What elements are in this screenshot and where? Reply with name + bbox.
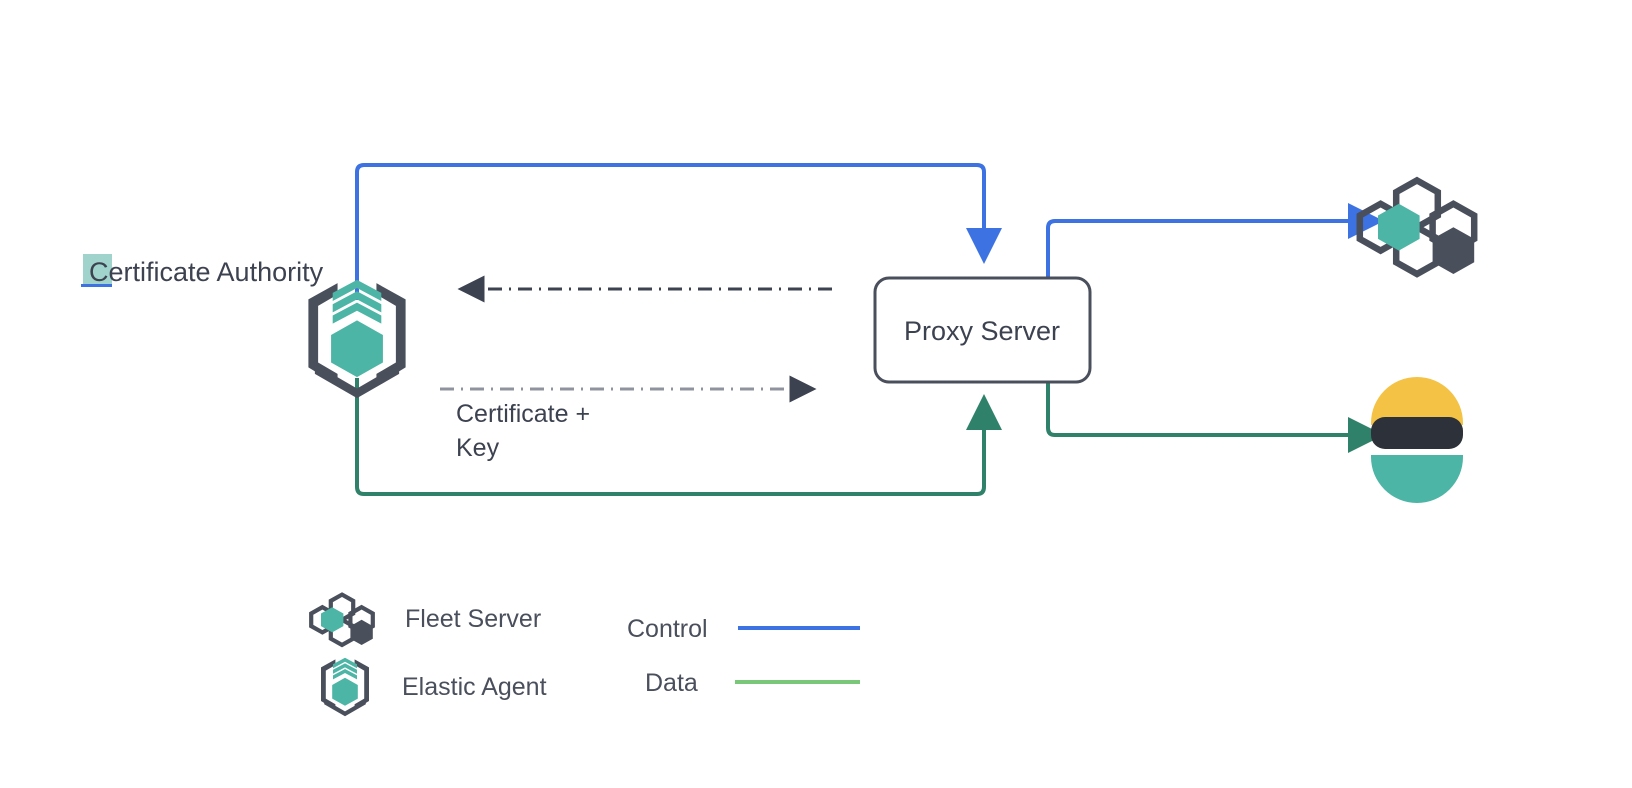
legend-fleet-hex-dark [350,619,373,645]
edge-control-agent-to-proxy [355,163,1002,300]
proxy-server-label: Proxy Server [904,316,1060,346]
edge-dashed-ca-to-proxy: Certificate + Key [440,375,817,462]
edge-data-proxy-to-elasticsearch [1046,382,1384,453]
legend-agent-bracket-left [321,659,336,710]
node-proxy-server[interactable]: Proxy Server [873,276,1092,384]
agent-chevron-bottom [332,302,382,324]
legend-label-elastic-agent: Elastic Agent [402,673,547,701]
legend-agent-chevron-top [333,657,357,669]
legend-label-fleet-server: Fleet Server [405,605,541,633]
node-certificate-authority-label: Certificate Authority [81,254,324,287]
data-line-proxy-elasticsearch [1046,382,1384,453]
fleet-server-icon[interactable] [1356,176,1478,278]
elasticsearch-teal-arc [1371,455,1463,503]
agent-bracket-left [308,283,338,386]
legend-fleet-server-icon [309,592,375,648]
legend-agent-chevron-middle [333,663,357,674]
agent-bracket-bottom [314,364,400,399]
data-line-agent-proxy [355,378,1002,496]
legend-agent-bracket-right [354,659,369,710]
ca-text-underline [81,284,112,287]
edge-data-agent-to-proxy [355,378,1002,496]
elasticsearch-yellow-arc [1371,377,1463,425]
proxy-server-box[interactable] [873,276,1092,384]
ca-text-highlight [83,254,112,286]
legend: Fleet Server Elastic Agent Control Data [309,592,860,717]
legend-label-data: Data [645,669,698,697]
edge-label-certificate-key-line2: Key [456,434,500,462]
legend-agent-chevron-bottom [333,669,357,680]
edge-control-proxy-to-fleet [1046,203,1384,278]
legend-label-control: Control [627,615,708,643]
control-line-agent-proxy [355,163,1002,300]
elasticsearch-icon[interactable] [1371,377,1463,503]
agent-chevron-middle [332,291,382,313]
fleet-hex-teal [1378,203,1420,251]
legend-agent-hexagon [332,677,358,706]
agent-hexagon [331,320,383,378]
elasticsearch-dark-bar [1371,417,1463,449]
agent-chevron-top [332,279,382,301]
legend-fleet-hex-teal [321,607,344,633]
certificate-authority-label: Certificate Authority [89,257,324,287]
edge-label-certificate-key-line1: Certificate + [456,400,590,428]
agent-bracket-right [376,283,406,386]
legend-elastic-agent-icon [321,657,369,717]
control-line-proxy-fleet [1046,203,1384,278]
fleet-hex-dark [1432,227,1475,274]
elastic-agent-icon[interactable] [308,279,406,399]
legend-agent-bracket-bottom [324,699,366,717]
